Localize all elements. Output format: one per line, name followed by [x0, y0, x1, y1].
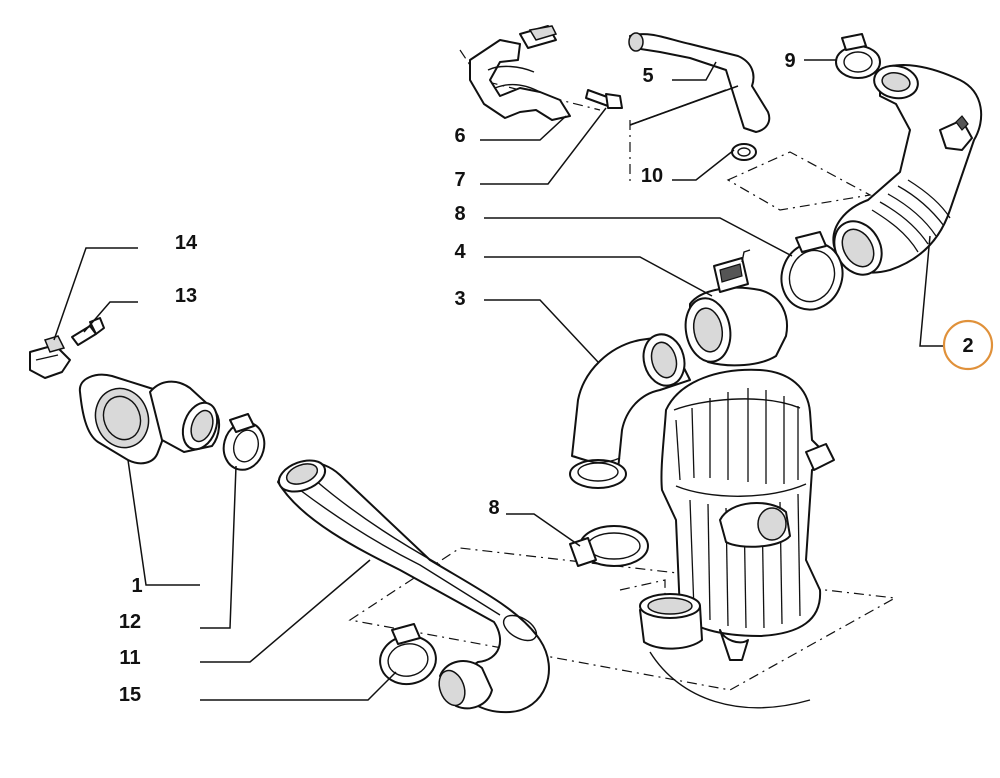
part-9-hose-clamp[interactable] — [835, 33, 881, 79]
part-3-bent-hose[interactable] — [569, 330, 691, 489]
callout-1[interactable]: 1 — [131, 575, 142, 597]
callout-5[interactable]: 5 — [642, 65, 653, 87]
part-14-clip[interactable] — [29, 335, 71, 379]
callout-labels: 14 13 1 12 11 15 6 7 5 10 9 8 4 3 8 2 — [119, 50, 974, 706]
part-1-elbow-flange[interactable] — [78, 373, 223, 465]
selected-callout-ring — [942, 319, 994, 371]
callout-6[interactable]: 6 — [454, 125, 465, 147]
callout-7[interactable]: 7 — [454, 169, 465, 191]
part-6-bracket[interactable] — [469, 25, 571, 121]
callout-13[interactable]: 13 — [175, 285, 197, 307]
callout-2[interactable]: 2 — [962, 335, 973, 357]
callout-8-upper[interactable]: 8 — [454, 203, 465, 225]
part-8-lower-hose-clamp[interactable] — [569, 525, 649, 567]
part-12-hose-clamp[interactable] — [218, 413, 269, 474]
callout-14[interactable]: 14 — [175, 232, 198, 254]
callout-8-lower[interactable]: 8 — [488, 497, 499, 519]
callout-10[interactable]: 10 — [641, 165, 663, 187]
callout-11[interactable]: 11 — [119, 647, 140, 669]
part-15-hose-clamp[interactable] — [376, 623, 439, 688]
part-8-upper-hose-clamp[interactable] — [772, 231, 852, 318]
callout-3[interactable]: 3 — [454, 288, 465, 310]
part-13-screw[interactable] — [71, 317, 105, 346]
part-2-corrugated-hose[interactable] — [825, 62, 983, 283]
part-4-air-flow-meter[interactable] — [681, 249, 788, 367]
callout-12[interactable]: 12 — [119, 611, 141, 633]
callout-9[interactable]: 9 — [784, 50, 795, 72]
callout-15[interactable]: 15 — [119, 684, 141, 706]
callout-4[interactable]: 4 — [454, 241, 466, 263]
part-7-bolt[interactable] — [585, 89, 623, 109]
leader-lines — [53, 59, 944, 701]
part-11-intake-duct[interactable] — [275, 455, 550, 714]
part-5-breather-hose[interactable] — [628, 32, 771, 133]
air-filter-housing[interactable] — [660, 368, 835, 661]
filter-lower-outlet[interactable] — [639, 593, 811, 709]
part-10-small-clamp[interactable] — [731, 143, 757, 161]
